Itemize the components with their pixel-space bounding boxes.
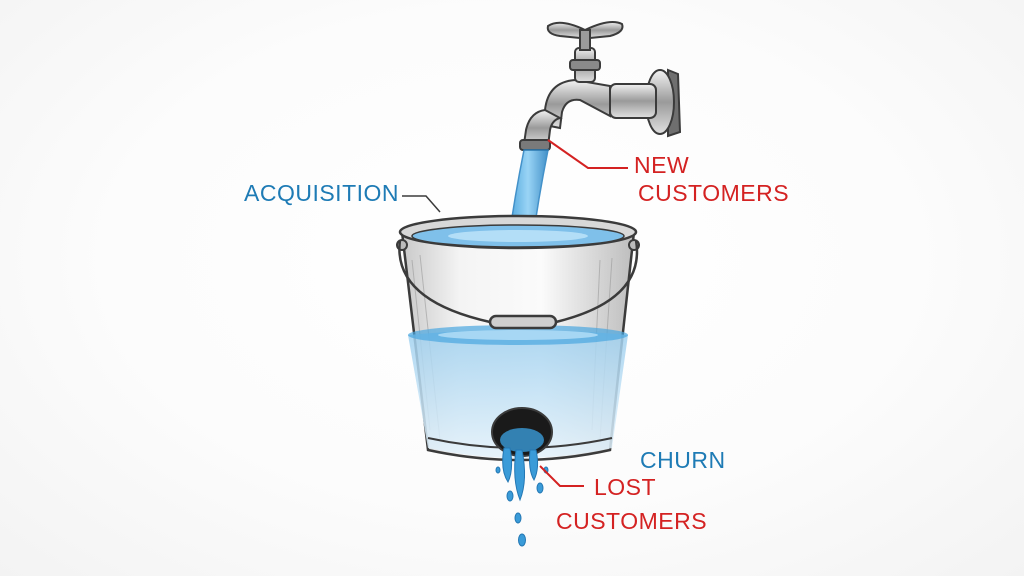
- churn-label: CHURN: [640, 447, 726, 473]
- bucket-icon: [396, 214, 640, 462]
- acquisition-label: ACQUISITION: [244, 180, 400, 206]
- bucket-handle: [398, 239, 639, 330]
- leak-hole: [491, 407, 553, 457]
- new-customers-label-line1: NEW: [634, 152, 690, 178]
- lost-customers-label-line1: LOST: [594, 474, 657, 500]
- lost-customers-label-line2: CUSTOMERS: [556, 508, 708, 534]
- leaking-water-drips: [495, 447, 549, 547]
- callout-lines: [402, 139, 628, 487]
- new-customers-label-line2: CUSTOMERS: [638, 180, 790, 206]
- faucet-icon: [519, 21, 682, 151]
